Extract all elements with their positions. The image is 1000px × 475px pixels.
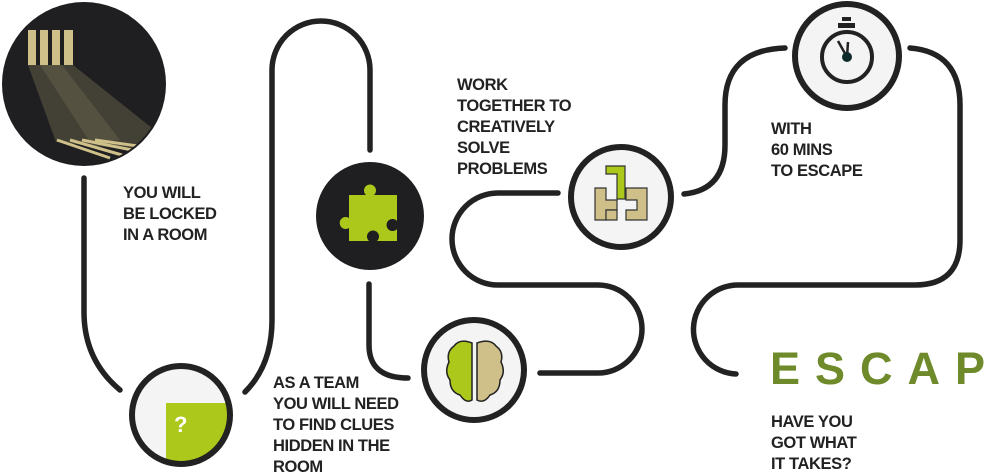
step-locked-text: YOU WILL BE LOCKED IN A ROOM: [123, 183, 217, 246]
text-line: IN A ROOM: [123, 226, 208, 244]
step-work-text: WORK TOGETHER TO CREATIVELY SOLVE PROBLE…: [457, 75, 572, 180]
text-line: HIDDEN IN THE: [273, 437, 390, 455]
text-line: ROOM: [273, 458, 323, 475]
stopwatch-icon: [792, 1, 902, 111]
clue-question-icon: [129, 363, 233, 467]
text-line: WITH: [771, 120, 812, 138]
text-line: SOLVE: [457, 139, 510, 157]
connector-path: [690, 45, 963, 377]
text-line: HAVE YOU: [771, 413, 853, 431]
connector-path: [81, 175, 123, 393]
escape-title: ESCAPE: [770, 343, 1000, 394]
text-line: IT TAKES?: [771, 455, 852, 473]
step-time-text: WITH 60 MINS TO ESCAPE: [771, 119, 863, 182]
text-line: YOU WILL: [123, 184, 201, 202]
text-line: BE LOCKED: [123, 205, 217, 223]
text-line: CREATIVELY: [457, 118, 555, 136]
prison-window-icon: [2, 2, 166, 166]
question-mark: ?: [174, 412, 187, 437]
text-line: YOU WILL NEED: [273, 395, 399, 413]
step-question-text: HAVE YOU GOT WHAT IT TAKES?: [771, 412, 857, 475]
tetris-blocks-icon: [568, 144, 674, 250]
text-line: PROBLEMS: [457, 160, 548, 178]
brain-icon: [421, 317, 527, 423]
text-line: TO ESCAPE: [771, 162, 863, 180]
connector-path: [449, 190, 645, 376]
text-line: TOGETHER TO: [457, 97, 572, 115]
connector-path: [681, 45, 788, 197]
text-line: AS A TEAM: [273, 374, 359, 392]
step-team-text: AS A TEAM YOU WILL NEED TO FIND CLUES HI…: [273, 373, 399, 475]
text-line: GOT WHAT: [771, 434, 857, 452]
connector-path: [366, 281, 411, 381]
puzzle-piece-icon: [316, 162, 424, 270]
text-line: TO FIND CLUES: [273, 416, 394, 434]
text-line: 60 MINS: [771, 141, 833, 159]
text-line: WORK: [457, 76, 508, 94]
connector-path: [242, 18, 373, 395]
